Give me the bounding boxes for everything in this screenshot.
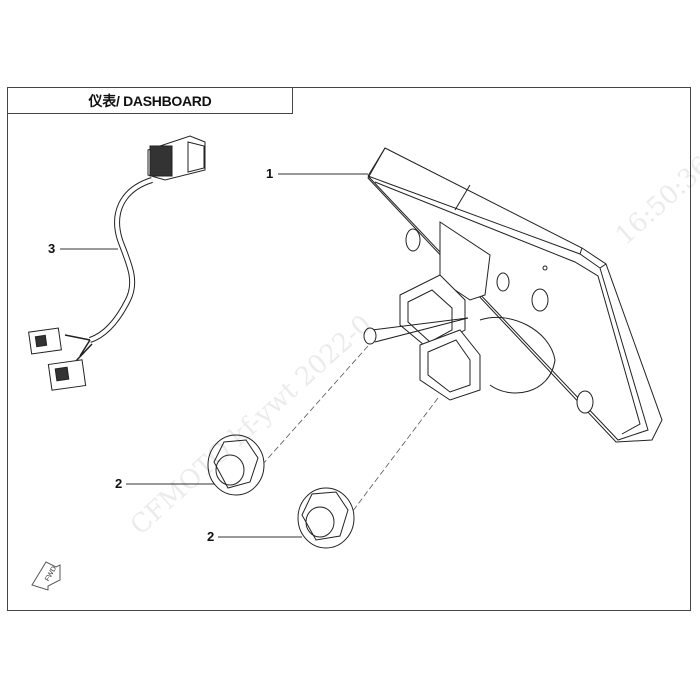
harness-connector-small-2 [47, 359, 87, 391]
flange-nut-2 [297, 487, 355, 549]
flange-nut-1 [207, 434, 265, 496]
callout-part-2a: 2 [115, 476, 123, 491]
dashboard-unit [363, 147, 663, 443]
diagram-title: 仪表/ DASHBOARD [7, 87, 293, 114]
callout-part-1: 1 [266, 166, 274, 181]
assembly-lines [253, 345, 439, 529]
wire-harness [28, 135, 206, 391]
leader-lines [60, 173, 368, 538]
diagram-frame [7, 87, 691, 611]
harness-connector-small-1 [28, 327, 62, 355]
callout-part-3: 3 [48, 241, 56, 256]
harness-connector-main [147, 135, 206, 181]
fwd-arrow-icon: FWD [31, 561, 61, 591]
callout-part-2b: 2 [207, 529, 215, 544]
